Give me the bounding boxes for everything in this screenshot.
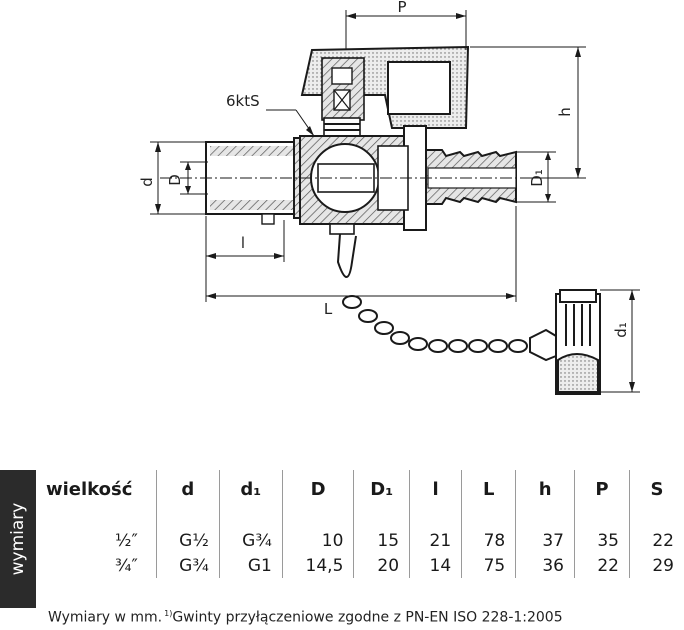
dim-label-d1: d₁ [612,322,630,338]
valve-technical-drawing: P h 6ktS d D D₁ l L d₁ [138,0,640,395]
table-cell: G1 [218,553,283,578]
dimension-lines [150,10,640,393]
col-header-l: l [409,470,462,508]
dim-label-P: P [397,0,406,16]
valve-body [205,125,517,235]
table-cell: 15 [353,528,410,553]
table-cell: 20 [353,553,410,578]
table-row: ½″ G½ G¾ 10 15 21 78 37 35 22 [36,528,684,553]
valve-stem [323,117,361,137]
dim-label-D: D [166,174,184,186]
col-header-L: L [461,470,516,508]
table-cell: 75 [461,553,516,578]
col-header-S: S [628,470,684,508]
table-spacer-row [36,508,684,528]
col-header-d1: d₁ [218,470,283,508]
table-cell: G¾ [155,553,220,578]
table-cell: 22 [573,553,630,578]
footnote-prefix: Wymiary w mm. [48,609,163,626]
table-cell: 14,5 [281,553,354,578]
table-cell: 22 [628,528,684,553]
table-cell: 78 [461,528,516,553]
dimensions-table: wielkość d d₁ D D₁ l L h P S ½″ G½ G¾ 10… [36,470,684,578]
footnote-text: Gwinty przyłączeniowe zgodne z PN-EN ISO… [172,609,563,626]
col-header-size: wielkość [46,478,133,500]
dim-label-6ktS: 6ktS [226,92,260,110]
table-cell: 29 [628,553,684,578]
sidebar-tab [0,470,36,608]
table-cell: G½ [155,528,220,553]
table-cell: G¾ [218,528,283,553]
table-cell: 37 [515,528,575,553]
dim-label-l: l [241,234,245,252]
table-cell: ½″ [114,530,138,551]
table-cell: 36 [515,553,575,578]
dim-label-L: L [324,300,333,318]
valve-handle [300,45,470,129]
col-header-D1: D₁ [353,470,410,508]
table-cell: 21 [409,528,462,553]
col-header-D: D [281,470,354,508]
col-header-h: h [515,470,575,508]
col-header-P: P [573,470,630,508]
footnote: Wymiary w mm.1)Gwinty przyłączeniowe zgo… [48,609,563,626]
sidebar-tab-label: wymiary [8,502,28,576]
table-header-row: wielkość d d₁ D D₁ l L h P S [36,470,684,508]
table-cell: 35 [573,528,630,553]
footnote-marker: 1) [164,609,173,618]
table-cell: 14 [409,553,462,578]
table-row: ¾″ G¾ G1 14,5 20 14 75 36 22 29 [36,553,684,578]
dim-label-D1: D₁ [528,169,546,187]
table-cell: ¾″ [114,555,138,576]
col-header-d: d [155,470,220,508]
dimension-arrows [155,13,635,392]
dim-label-d: d [138,177,156,187]
drain-cap-with-chain [336,233,601,395]
dim-label-h: h [556,107,574,117]
table-cell: 10 [281,528,354,553]
